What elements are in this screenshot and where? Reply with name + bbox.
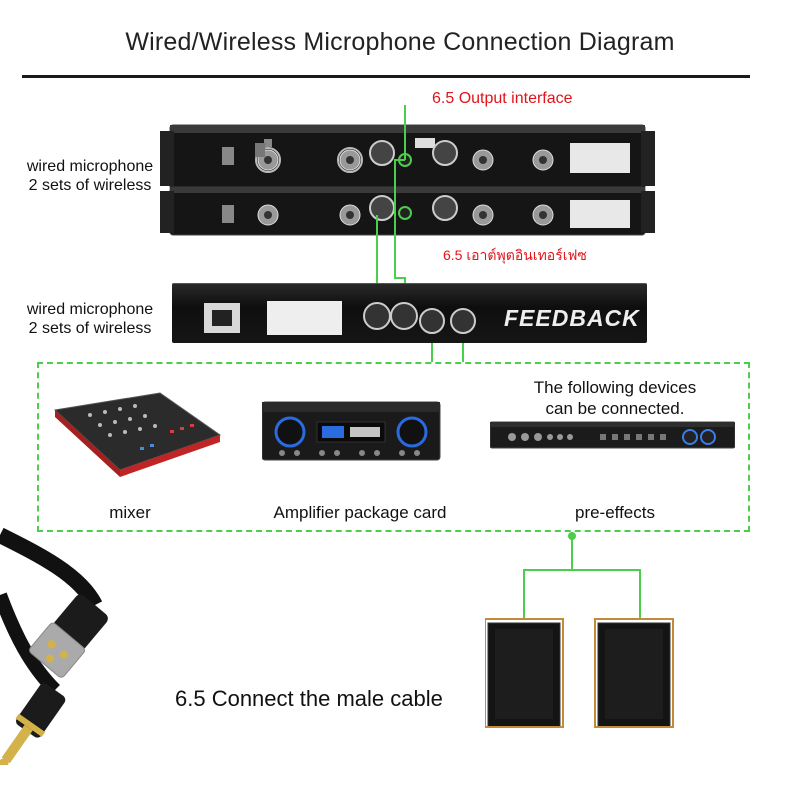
receiver-side-label: wired microphone 2 sets of wireless (10, 157, 170, 195)
pre-effects-image (490, 421, 735, 449)
speakers-image (485, 618, 674, 728)
receiver-side-label-line2: 2 sets of wireless (28, 177, 152, 194)
amplifier-label: Amplifier package card (273, 503, 447, 522)
connectable-devices-note-line2: can be connected. (545, 399, 685, 418)
page-title: Wired/Wireless Microphone Connection Dia… (125, 28, 675, 56)
mixer-image (53, 392, 222, 477)
connectable-devices-note-line1: The following devices (533, 378, 697, 397)
mixer-label: mixer (109, 503, 151, 522)
receiver-unit-2 (160, 186, 655, 236)
receiver-units (160, 105, 655, 236)
feedback-suppressor-unit: FEEDBACK (172, 283, 647, 343)
receiver-side-label-line1: wired microphone (26, 158, 154, 175)
output-interface-label-thai: 6.5 เอาต์พุตอินเทอร์เฟซ (443, 247, 587, 263)
output-interface-label: 6.5 Output interface (432, 90, 573, 107)
feedback-side-label: wired microphone 2 sets of wireless (10, 300, 170, 338)
connectable-devices-box (37, 362, 750, 532)
speaker-right (594, 618, 674, 728)
cable-label: 6.5 Connect the male cable (175, 686, 443, 711)
feedback-side-label-line2: 2 sets of wireless (28, 320, 152, 337)
title-divider (22, 75, 750, 78)
xlr-to-6-5-cable-image (0, 527, 108, 765)
pre-effects-label: pre-effects (574, 503, 655, 522)
amplifier-image (262, 401, 441, 461)
feedback-side-label-line1: wired microphone (26, 301, 154, 318)
speaker-left (485, 618, 564, 728)
connectable-devices-note: The following devices can be connected. (520, 377, 710, 419)
feedback-brand-logo: FEEDBACK (504, 305, 640, 331)
feedback-unit-panel (204, 301, 476, 335)
